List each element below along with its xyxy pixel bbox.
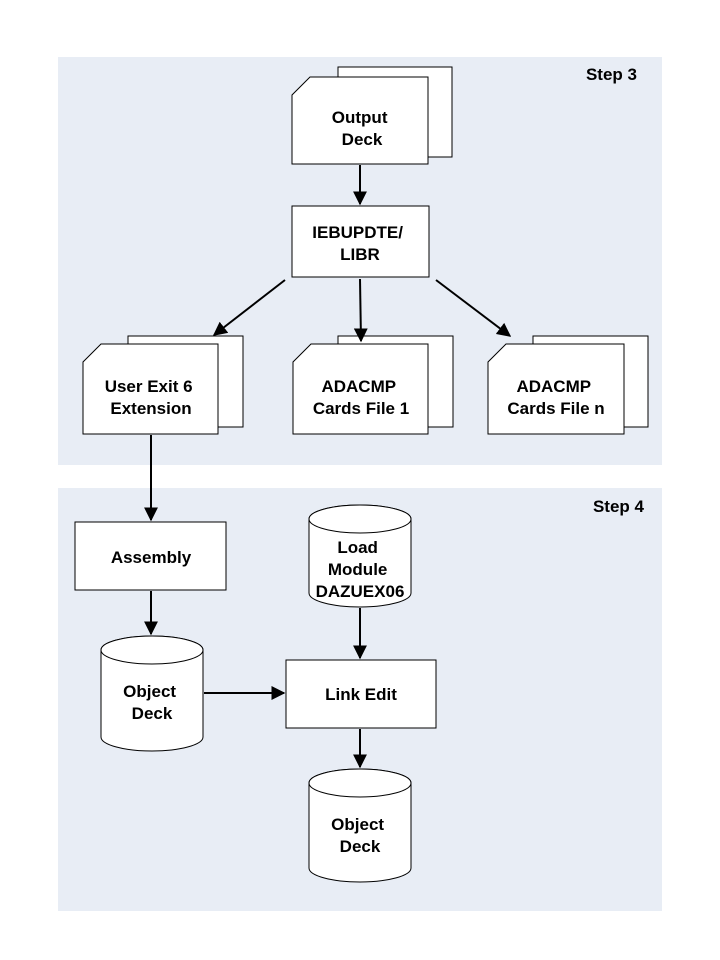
link-edit-label: Link Edit xyxy=(325,685,397,704)
cards-file-1-card-stack: ADACMP Cards File 1 xyxy=(292,335,454,435)
svg-text:ADACMP Cards File 1: ADACMP Cards File 1 xyxy=(313,377,409,418)
svg-text:User Exit 6 Extension: User Exit 6 Extension xyxy=(105,377,198,418)
load-module-line1: Load xyxy=(337,538,378,557)
output-deck-card-stack: Output Deck xyxy=(291,66,453,165)
object-deck-left-line2: Deck xyxy=(132,704,173,723)
user-exit-card-stack: User Exit 6 Extension xyxy=(82,335,244,435)
assembly-box: Assembly xyxy=(74,521,227,591)
load-module-cylinder: Load Module DAZUEX06 xyxy=(308,504,412,608)
load-module-line3: DAZUEX06 xyxy=(316,582,405,601)
user-exit-line1: User Exit 6 xyxy=(105,377,193,396)
svg-text:Object Deck: Object Deck xyxy=(123,682,181,723)
iebupdte-line1: IEBUPDTE/ xyxy=(312,223,403,242)
object-deck-bottom-cylinder: Object Deck xyxy=(308,768,412,883)
object-deck-bottom-line2: Deck xyxy=(340,837,381,856)
assembly-label: Assembly xyxy=(111,548,192,567)
iebupdte-box: IEBUPDTE/ LIBR xyxy=(291,205,430,278)
arrow-iebupdte-to-cards-1 xyxy=(353,278,368,343)
load-module-line2: Module xyxy=(328,560,388,579)
object-deck-left-cylinder: Object Deck xyxy=(100,635,204,752)
svg-text:Object Deck: Object Deck xyxy=(331,815,389,856)
cards-file-n-line1: ADACMP xyxy=(516,377,590,396)
user-exit-line2: Extension xyxy=(110,399,191,418)
cards-file-1-line1: ADACMP xyxy=(321,377,395,396)
svg-text:Load Module DAZUEX: Load Module DAZUEX06 xyxy=(316,538,405,601)
cards-file-1-line2: Cards File 1 xyxy=(313,399,409,418)
cards-file-n-card-stack: ADACMP Cards File n xyxy=(487,335,649,435)
cards-file-n-line2: Cards File n xyxy=(507,399,604,418)
arrow-iebupdte-to-user-exit xyxy=(212,279,286,336)
output-deck-line2: Deck xyxy=(342,130,383,149)
object-deck-bottom-line1: Object xyxy=(331,815,384,834)
step4-label: Step 4 xyxy=(593,497,645,516)
link-edit-box: Link Edit xyxy=(285,659,437,729)
output-deck-line1: Output xyxy=(332,108,388,127)
svg-text:Output Deck: Output Deck xyxy=(332,108,392,149)
svg-text:ADACMP Cards File n: ADACMP Cards File n xyxy=(507,377,604,418)
object-deck-left-line1: Object xyxy=(123,682,176,701)
svg-text:IEBUPDTE/ LIBR: IEBUPDTE/ LIBR xyxy=(312,223,407,264)
arrow-iebupdte-to-cards-n xyxy=(435,279,512,337)
step3-label: Step 3 xyxy=(586,65,637,84)
iebupdte-line2: LIBR xyxy=(340,245,380,264)
